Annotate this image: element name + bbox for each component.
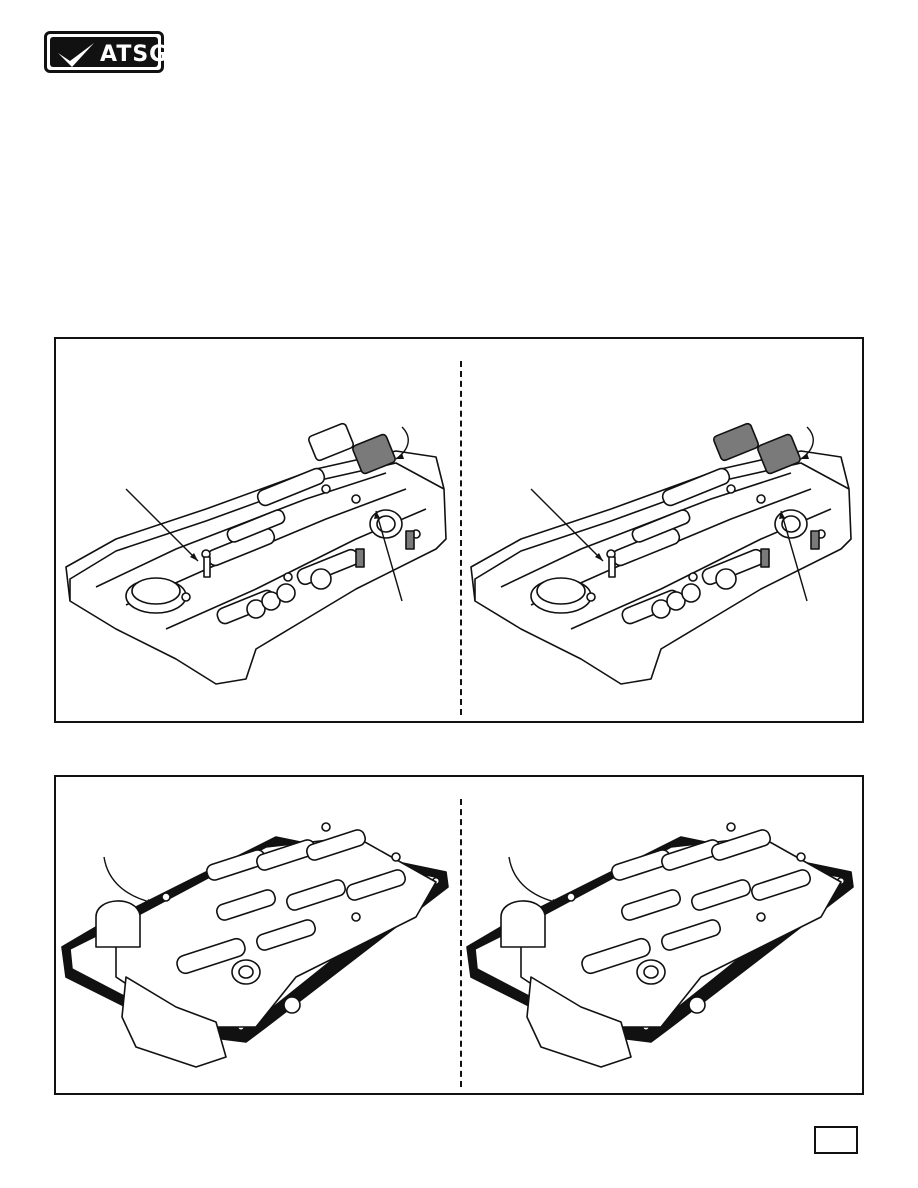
wing-logo-icon xyxy=(58,43,94,67)
valve-body-gasket-illustration-right xyxy=(461,777,865,1093)
logo-text: ATSG xyxy=(100,42,169,67)
valve-body-illustration-left xyxy=(56,339,460,721)
valve-body-gasket-illustration-left xyxy=(56,777,460,1093)
dashed-divider xyxy=(460,799,462,1087)
atsg-logo: ATSG xyxy=(44,31,167,73)
valve-body-illustration-right xyxy=(461,339,865,721)
dashed-divider xyxy=(460,361,462,715)
figure-panel-bottom xyxy=(54,775,864,1095)
figure-panel-top xyxy=(54,337,864,723)
page-number-box xyxy=(814,1126,858,1154)
